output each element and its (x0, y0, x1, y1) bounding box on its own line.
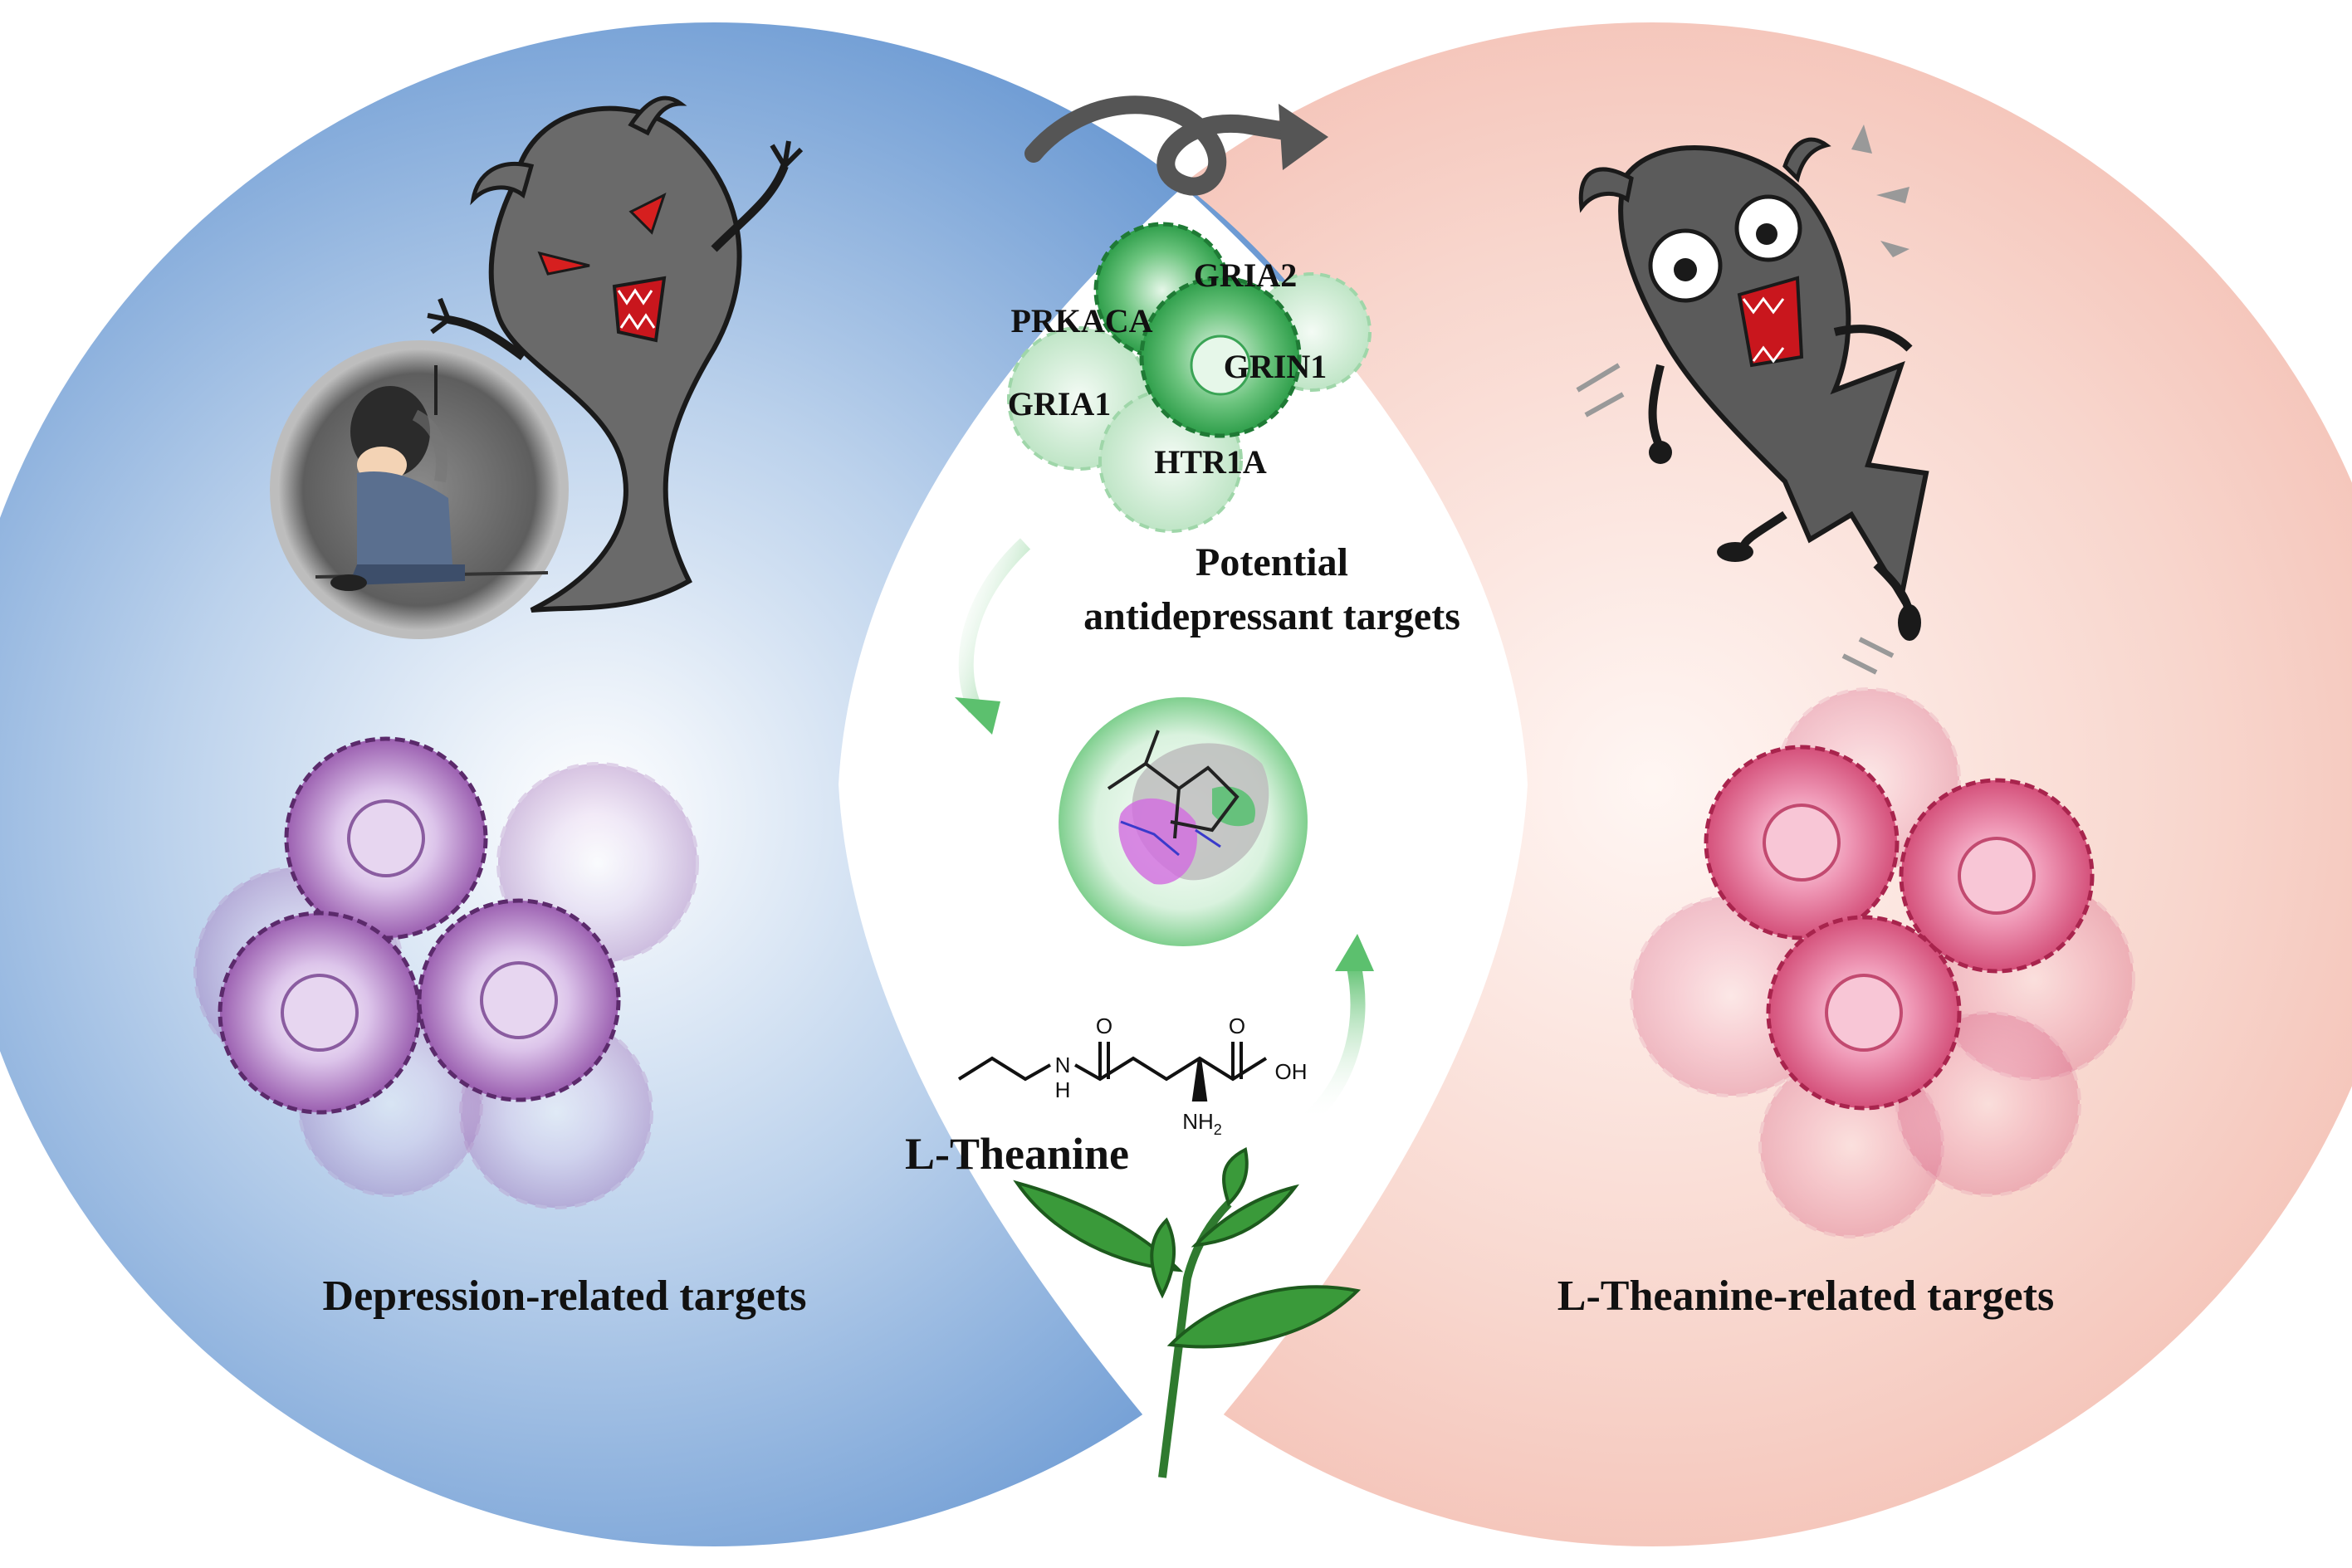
atom-n: N (1055, 1053, 1071, 1077)
caption-line-1: Potential (1196, 540, 1348, 584)
gene-label-4: GRIA1 (1008, 385, 1111, 423)
gene-cells (1007, 222, 1372, 533)
caption-line-2: antidepressant targets (1083, 594, 1460, 638)
left-circle-label: Depression-related targets (323, 1272, 807, 1320)
tea-leaf-icon (1013, 1147, 1362, 1478)
atom-o2: O (1229, 1014, 1245, 1038)
theanine-structure (957, 1042, 1268, 1102)
atom-h: H (1055, 1077, 1071, 1102)
arrow-left-green-icon (955, 538, 1031, 735)
gene-label-3: GRIN1 (1224, 348, 1327, 385)
arrow-right-green-icon (1302, 934, 1374, 1126)
compound-name: L-Theanine (905, 1129, 1129, 1179)
demon-fleeing-icon (1576, 125, 1929, 675)
depression-cells (193, 736, 699, 1209)
demon-attacking-icon (427, 95, 804, 613)
person-in-bubble-icon (270, 340, 569, 639)
atom-oh: OH (1275, 1059, 1308, 1084)
gene-label-1: GRIA2 (1194, 256, 1297, 294)
docking-sphere-icon (1059, 697, 1308, 946)
curved-arrow-icon (1024, 95, 1328, 196)
right-circle-label: L-Theanine-related targets (1557, 1272, 2054, 1320)
gene-label-5: HTR1A (1154, 443, 1267, 481)
atom-nh2: NH2 (1182, 1109, 1222, 1138)
atom-o1: O (1096, 1014, 1112, 1038)
gene-label-2: PRKACA (1010, 302, 1152, 339)
theanine-cells (1630, 687, 2135, 1238)
